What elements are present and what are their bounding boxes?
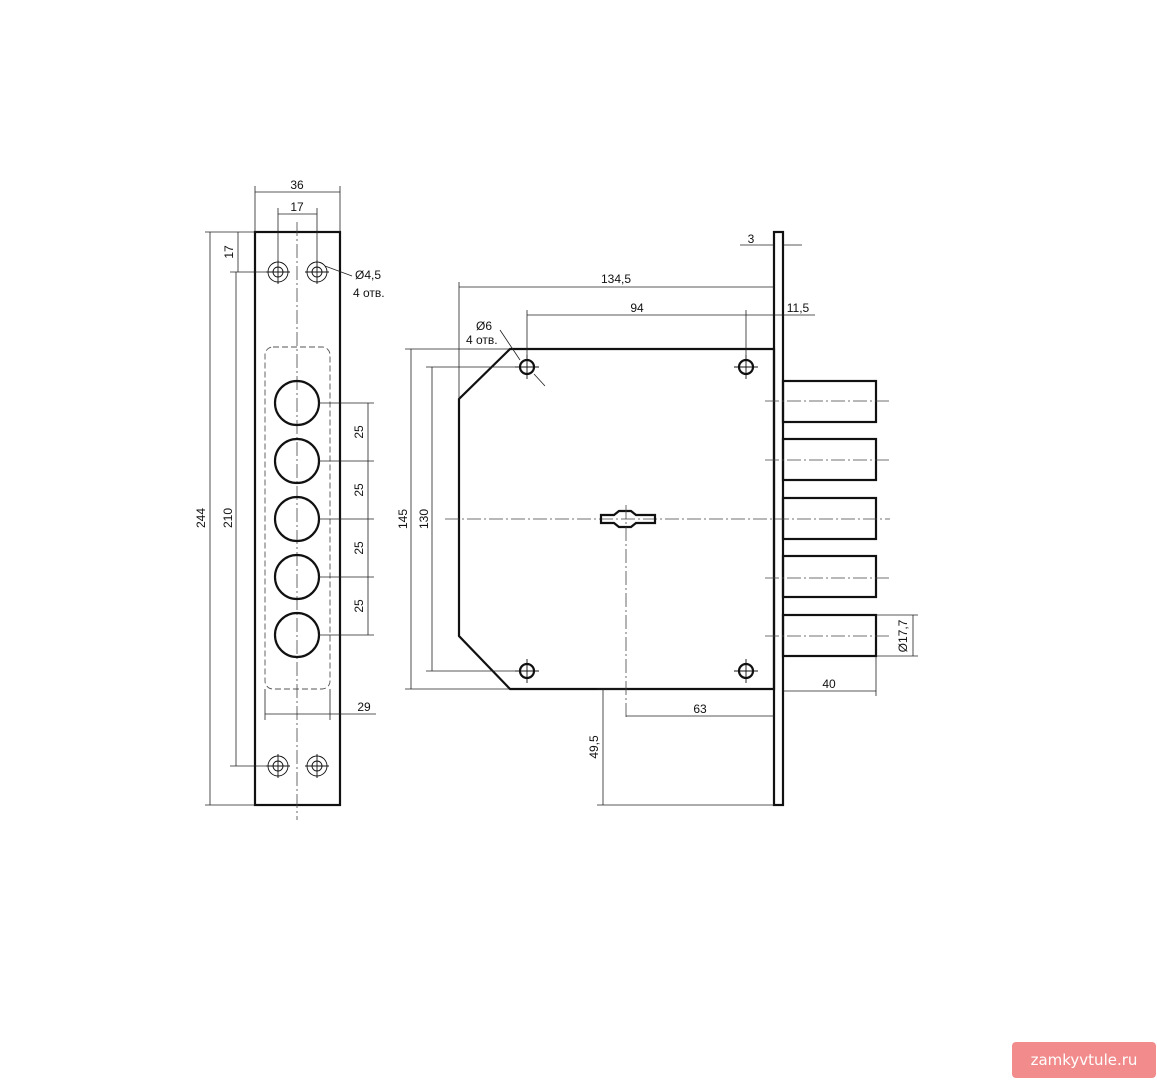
svg-text:130: 130 (417, 509, 431, 529)
dim-bolt-pitch: 25 25 25 25 (319, 402, 374, 636)
svg-text:17: 17 (290, 200, 304, 214)
dim-total-depth: 134,5 (458, 272, 774, 399)
svg-text:Ø4,5: Ø4,5 (355, 268, 381, 282)
svg-text:25: 25 (352, 425, 366, 439)
screw-hole (305, 754, 329, 778)
bolt (781, 613, 878, 658)
bolt (781, 437, 878, 482)
screw-hole (266, 754, 290, 778)
faceplate-outline (253, 230, 342, 807)
dim-plate-thickness: 3 (740, 232, 802, 246)
dim-faceplate-hole-spacing: 17 (277, 200, 318, 262)
bolt (781, 496, 878, 541)
dim-screw-pitch-vertical: 130 (417, 366, 519, 672)
svg-text:49,5: 49,5 (587, 735, 601, 759)
dim-screw-spacing: 94 (526, 301, 747, 357)
dim-faceplate-top-offset: 17 (205, 231, 268, 273)
faceplate-view: 36 17 Ø4,5 4 отв. 17 244 (194, 178, 385, 820)
dim-faceplate-width: 36 (254, 178, 341, 232)
faceplate-hole-callout: Ø4,5 4 отв. (324, 265, 385, 300)
dim-faceplate-hole-pitch: 210 (221, 272, 268, 767)
lock-body-view: Ø6 4 отв. 3 134,5 94 11,5 (396, 230, 918, 807)
dim-key-height: 49,5 (587, 688, 774, 806)
svg-text:17: 17 (222, 245, 236, 259)
svg-text:3: 3 (748, 232, 755, 246)
svg-text:40: 40 (822, 677, 836, 691)
svg-text:Ø17,7: Ø17,7 (896, 619, 910, 652)
front-plate (772, 230, 785, 807)
bolt (781, 554, 878, 599)
dim-faceplate-total-height: 244 (194, 232, 255, 806)
dim-bolt-window-width: 29 (264, 689, 376, 720)
svg-text:134,5: 134,5 (601, 272, 631, 286)
svg-text:210: 210 (221, 508, 235, 528)
site-watermark[interactable]: zamkyvtule.ru (1012, 1042, 1156, 1078)
keyhole (599, 505, 657, 720)
bolt (781, 379, 878, 424)
svg-text:25: 25 (352, 483, 366, 497)
svg-text:29: 29 (357, 700, 371, 714)
bolts (765, 379, 890, 658)
dim-bolt-throw: 40 (783, 656, 877, 696)
svg-text:145: 145 (396, 509, 410, 529)
svg-text:Ø6: Ø6 (476, 319, 492, 333)
screw-hole (734, 355, 758, 379)
svg-text:25: 25 (352, 599, 366, 613)
svg-text:94: 94 (630, 301, 644, 315)
dim-plate-offset: 11,5 (746, 301, 815, 316)
svg-text:25: 25 (352, 541, 366, 555)
faceplate-screw-holes (266, 260, 329, 778)
screw-hole (266, 260, 290, 284)
svg-text:11,5: 11,5 (787, 301, 810, 315)
svg-text:4 отв.: 4 отв. (466, 333, 498, 347)
dim-body-height: 145 (396, 348, 510, 690)
svg-text:36: 36 (290, 178, 304, 192)
dim-backset: 63 (626, 702, 774, 717)
bolt-window-outline (264, 346, 331, 690)
screw-hole (734, 659, 758, 683)
screw-hole (305, 260, 329, 284)
body-screw-callout: Ø6 4 отв. (466, 319, 546, 387)
dim-bolt-diameter: Ø17,7 (876, 614, 918, 657)
body-screw-holes (515, 355, 758, 683)
svg-text:244: 244 (194, 508, 208, 528)
svg-text:4 отв.: 4 отв. (353, 286, 385, 300)
svg-text:63: 63 (693, 702, 707, 716)
